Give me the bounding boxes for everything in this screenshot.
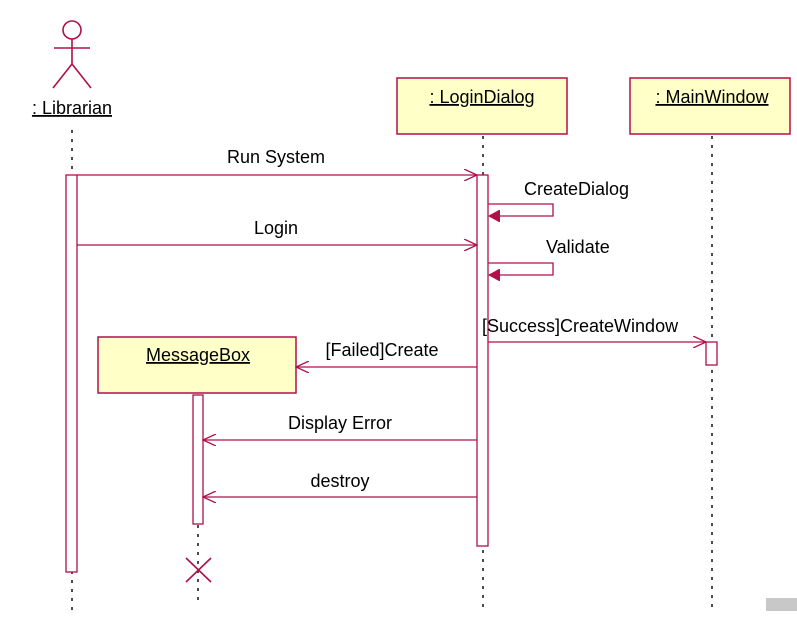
object-messagebox: MessageBox: [97, 336, 297, 394]
message-failed-create: [Failed]Create: [296, 340, 477, 367]
message-login-label: Login: [254, 218, 298, 238]
message-create-dialog-label: CreateDialog: [524, 179, 629, 199]
activation-logindialog: [476, 174, 489, 547]
message-create-window: [Success]CreateWindow: [482, 316, 706, 342]
object-mainwindow-label: : MainWindow: [655, 87, 769, 107]
message-run-system: Run System: [77, 147, 477, 175]
actor-librarian: : Librarian: [32, 20, 112, 118]
corner-scroll-block: [766, 598, 797, 611]
message-destroy: destroy: [203, 471, 477, 497]
object-logindialog: : LoginDialog: [396, 77, 568, 135]
actor-name: : Librarian: [32, 98, 112, 118]
message-display-error: Display Error: [203, 413, 477, 440]
object-mainwindow: : MainWindow: [629, 77, 791, 135]
actor-stick-figure-icon: [52, 20, 92, 89]
object-messagebox-label: MessageBox: [146, 345, 250, 365]
message-create-window-label: [Success]CreateWindow: [482, 316, 679, 336]
activation-messagebox: [192, 394, 204, 525]
message-display-error-label: Display Error: [288, 413, 392, 433]
message-create-dialog: CreateDialog: [488, 179, 629, 216]
message-validate-label: Validate: [546, 237, 610, 257]
message-validate: Validate: [488, 237, 610, 275]
activation-librarian: [65, 174, 78, 573]
message-failed-create-label: [Failed]Create: [325, 340, 438, 360]
message-run-system-label: Run System: [227, 147, 325, 167]
destroy-x-icon: [185, 557, 212, 583]
message-login: Login: [77, 218, 477, 245]
activation-mainwindow: [705, 341, 718, 366]
object-logindialog-label: : LoginDialog: [429, 87, 534, 107]
message-destroy-label: destroy: [310, 471, 369, 491]
